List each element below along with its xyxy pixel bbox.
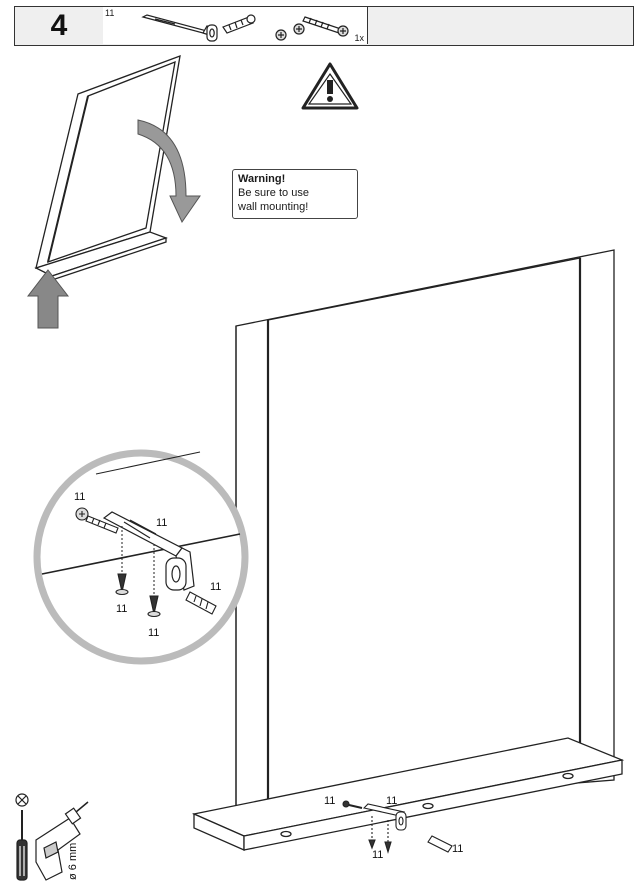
drill-bit-size: ø 6 mm (67, 843, 79, 880)
callout-bottom-screws: 11 (372, 849, 383, 861)
detail-zoom-circle (33, 449, 249, 665)
cabinet-body (235, 249, 615, 811)
push-up-arrow-icon (26, 269, 70, 329)
warning-line-1: Be sure to use (238, 187, 309, 199)
long-screw-part-icon (302, 16, 349, 37)
warning-title: Warning! (238, 173, 286, 185)
part-id: 11 (105, 8, 115, 18)
parts-illustration (141, 14, 349, 42)
callout-bottom-screw: 11 (324, 795, 335, 807)
dowel-part-icon (222, 14, 256, 34)
phillips-head-icon (15, 793, 29, 807)
bracket-part-icon (141, 14, 218, 42)
callout-zoom-dowel: 11 (210, 581, 221, 593)
part-quantity: 1x (354, 33, 364, 43)
parts-list: 11 (103, 7, 368, 44)
bottom-bracket-assembly (342, 800, 453, 854)
warning-box: Warning! Be sure to use wall mounting! (232, 169, 358, 219)
callout-bottom-dowel: 11 (452, 843, 463, 855)
warning-triangle-icon (301, 62, 359, 110)
callout-zoom-bracket: 11 (156, 517, 167, 529)
bottom-shelf (191, 737, 625, 851)
step-header: 4 11 (14, 6, 634, 46)
rotate-arrow-icon (137, 119, 201, 224)
callout-zoom-left-screw: 11 (116, 603, 127, 615)
callout-zoom-right-screw: 11 (148, 627, 159, 639)
callout-bottom-bracket: 11 (386, 795, 397, 807)
short-screw-part-icon (275, 23, 305, 41)
warning-line-2: wall mounting! (238, 201, 309, 213)
callout-zoom-top-screw: 11 (74, 491, 85, 503)
drill-icon (35, 801, 89, 881)
zoom-right-screw (147, 595, 161, 618)
zoom-left-screw (115, 573, 129, 596)
zoom-top-screw (75, 507, 119, 534)
screwdriver-icon (16, 810, 28, 881)
tilted-mirror (34, 54, 181, 281)
zoom-dowel (185, 591, 217, 615)
